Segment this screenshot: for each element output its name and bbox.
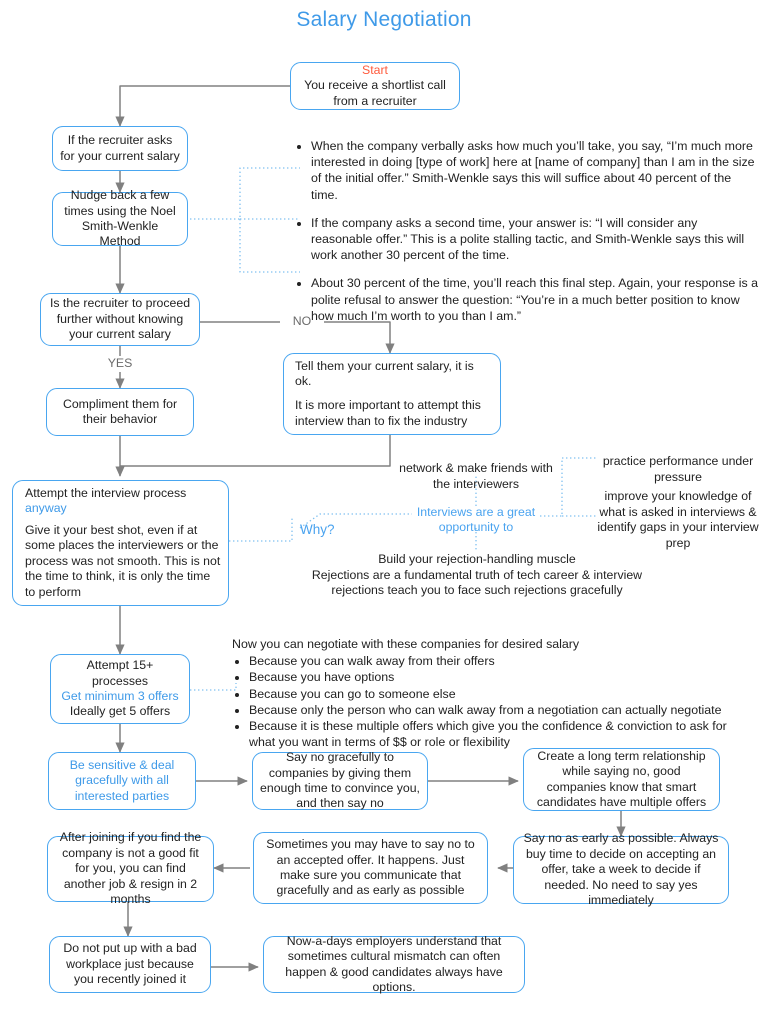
node-say-no-gracefully-body: Say no gracefully to companies by giving… — [260, 750, 420, 811]
edge-label-yes: YES — [98, 356, 142, 372]
node-compliment-body: Compliment them for their behavior — [62, 396, 178, 426]
node-attempt-processes-line2: Get minimum 3 offers — [61, 689, 179, 703]
node-be-sensitive[interactable]: Be sensitive & deal gracefully with all … — [48, 752, 196, 810]
mindmap-bottom-line2: Rejections are a fundamental truth of te… — [311, 567, 643, 582]
node-sometimes-say-no[interactable]: Sometimes you may have to say no to an a… — [253, 832, 488, 904]
mindmap-bottom-branch: Build your rejection-handling muscle Rej… — [254, 552, 700, 599]
node-nudge-back[interactable]: Nudge back a few times using the Noel Sm… — [52, 188, 188, 248]
node-long-term-relationship[interactable]: Create a long term relationship while sa… — [523, 748, 720, 811]
list-item: Because you can walk away from their off… — [249, 653, 754, 669]
attempt-interview-prefix: Attempt the interview process — [25, 486, 187, 500]
node-do-not-put-up[interactable]: Do not put up with a bad workplace just … — [49, 936, 211, 993]
mindmap-right-bottom-branch: improve your knowledge of what is asked … — [597, 489, 759, 550]
node-proceed-decision[interactable]: Is the recruiter to proceed further with… — [40, 293, 200, 346]
node-be-sensitive-body: Be sensitive & deal gracefully with all … — [69, 757, 175, 803]
attempt-interview-accent: anyway — [25, 501, 67, 516]
list-item: When the company verbally asks how much … — [311, 138, 758, 203]
list-item: Because you can go to someone else — [249, 686, 754, 702]
node-attempt-interview[interactable]: Attempt the interview process anyway Giv… — [12, 480, 229, 606]
node-employers-understand-body: Now-a-days employers understand that som… — [285, 933, 503, 994]
negotiate-list-lead: Now you can negotiate with these compani… — [232, 637, 580, 651]
node-say-no-early[interactable]: Say no as early as possible. Always buy … — [513, 831, 729, 907]
mindmap-bottom-line1: Build your rejection-handling muscle — [378, 552, 576, 566]
node-after-joining[interactable]: After joining if you find the company is… — [47, 830, 214, 906]
node-say-no-early-body: Say no as early as possible. Always buy … — [523, 831, 719, 908]
node-attempt-processes-line3: Ideally get 5 offers — [69, 704, 171, 719]
node-compliment[interactable]: Compliment them for their behavior — [46, 388, 194, 436]
node-start-heading: Start — [362, 62, 388, 77]
list-item: If the company asks a second time, your … — [311, 215, 758, 264]
node-attempt-processes[interactable]: Attempt 15+ processes Get minimum 3 offe… — [50, 654, 190, 724]
node-long-term-relationship-body: Create a long term relationship while sa… — [536, 748, 707, 809]
edge-label-no: NO — [280, 314, 324, 330]
mindmap-center-label: Interviews are a great opportunity to — [416, 505, 536, 535]
list-item: Because only the person who can walk awa… — [249, 702, 754, 718]
smith-wenkle-bullets: When the company verbally asks how much … — [294, 138, 758, 324]
node-recruiter-asks-body: If the recruiter asks for your current s… — [60, 133, 180, 163]
list-item: Because you have options — [249, 669, 754, 685]
node-employers-understand[interactable]: Now-a-days employers understand that som… — [263, 933, 525, 994]
mindmap-top-branch: network & make friends with the intervie… — [399, 461, 553, 491]
node-attempt-interview-line1: Attempt the interview process anyway — [25, 486, 221, 517]
node-tell-salary-line1: Tell them your current salary, it is ok. — [295, 359, 474, 389]
mindmap-bottom-line3: rejections teach you to face such reject… — [331, 583, 623, 598]
node-attempt-processes-line1: Attempt 15+ processes — [86, 658, 154, 688]
list-item: Because it is these multiple offers whic… — [249, 718, 754, 750]
node-tell-salary-line2: It is more important to attempt this int… — [295, 398, 481, 428]
node-start[interactable]: Start You receive a shortlist call from … — [290, 62, 460, 110]
node-do-not-put-up-body: Do not put up with a bad workplace just … — [63, 941, 197, 987]
page-title: Salary Negotiation — [296, 8, 472, 31]
mindmap-why-label: Why? — [300, 522, 335, 537]
node-after-joining-body: After joining if you find the company is… — [59, 830, 202, 907]
node-attempt-interview-line2: Give it your best shot, even if at some … — [25, 522, 221, 599]
node-say-no-gracefully[interactable]: Say no gracefully to companies by giving… — [252, 750, 428, 811]
node-sometimes-say-no-body: Sometimes you may have to say no to an a… — [266, 837, 475, 898]
list-item: About 30 percent of the time, you’ll rea… — [311, 275, 758, 324]
node-start-body: You receive a shortlist call from a recr… — [304, 78, 446, 108]
negotiate-list: Now you can negotiate with these compani… — [232, 636, 754, 750]
node-recruiter-asks[interactable]: If the recruiter asks for your current s… — [52, 126, 188, 171]
node-proceed-decision-body: Is the recruiter to proceed further with… — [49, 296, 191, 342]
node-tell-salary[interactable]: Tell them your current salary, it is ok.… — [283, 353, 501, 435]
mindmap-right-top-branch: practice performance under pressure — [602, 454, 754, 484]
node-nudge-back-body: Nudge back a few times using the Noel Sm… — [64, 188, 176, 249]
